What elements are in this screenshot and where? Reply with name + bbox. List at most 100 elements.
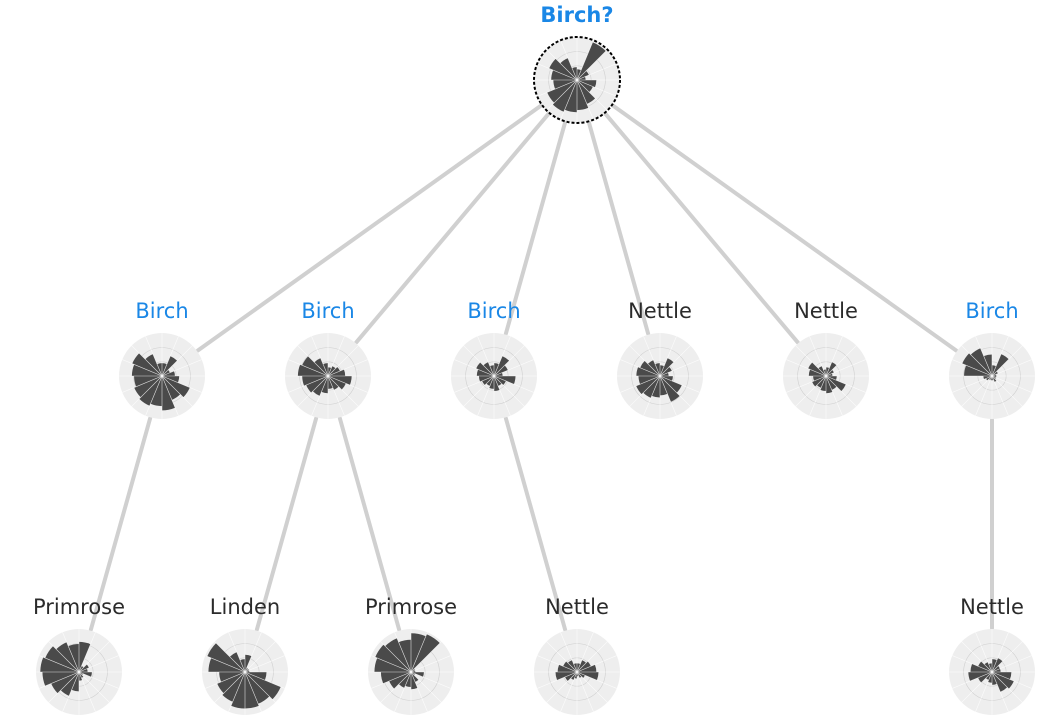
wedge-l2-5-13 [978,661,992,672]
wedge-l1-4-2 [660,366,672,376]
polar-spoke [244,671,285,689]
node-l1-4[interactable]: Nettle [617,299,703,419]
polar-spoke [576,671,608,703]
polar-spoke [825,375,843,416]
polar-spoke [228,671,246,712]
polar-spoke [576,641,608,673]
polar-spoke [493,336,511,377]
wedge-l1-3-1 [494,356,510,376]
wedge-l2-3-10 [389,672,411,689]
wedge-root-13 [549,58,577,80]
polar-spoke [961,641,993,673]
polar-spoke [78,632,96,673]
wedge-l1-3-10 [482,376,494,386]
polar-spoke [161,375,193,407]
wedge-l1-6-1 [992,354,1009,376]
polar-spoke [48,671,80,703]
polar-spoke [537,63,578,81]
node-l2-4[interactable]: Nettle [534,595,620,715]
node-l2-2[interactable]: Linden [202,595,288,715]
polar-spoke [39,655,80,673]
polar-spoke [961,671,993,703]
node-l1-6[interactable]: Birch [949,299,1035,419]
polar-spoke [991,671,1023,703]
polar-spoke [131,375,163,407]
polar-spoke [327,375,345,416]
node-l1-2[interactable]: Birch [285,299,371,419]
polar-spoke [576,671,617,689]
node-l1-3[interactable]: Birch [451,299,537,419]
wedge-l1-4-9 [643,376,660,398]
wedge-l1-5-13 [808,362,826,376]
wedge-l1-3-6 [494,376,502,386]
wedge-l2-5-10 [978,672,992,683]
polar-spoke [145,375,163,416]
polar-spoke [493,359,534,377]
polar-spoke [560,79,578,120]
polar-spoke [145,336,163,377]
wedge-l1-1-5 [162,376,190,398]
wedge-l1-1-13 [132,353,162,376]
polar-spoke [394,671,412,712]
node-l1-1[interactable]: Birch [119,299,205,419]
polar-spoke [991,671,1009,712]
polar-spoke [961,375,993,407]
polar-spoke [576,655,617,673]
polar-spoke [410,671,451,689]
polar-spoke [991,632,1009,673]
wedge-l1-2-6 [328,376,339,390]
wedge-l1-2-10 [306,376,328,393]
polar-spoke [48,641,80,673]
edge-l1-3-l2-4 [503,416,568,632]
wedge-l2-4-5 [577,672,585,679]
polar-spoke [659,375,677,416]
polar-spoke [991,336,1009,377]
wedge-l1-3-2 [494,365,508,376]
polar-spoke [78,671,110,703]
node-l2-5[interactable]: Nettle [949,595,1035,715]
wedge-l2-3-14 [385,638,411,672]
node-root[interactable]: Birch? [533,3,621,124]
polar-spoke [643,336,661,377]
polar-spoke [244,671,262,712]
polar-spoke [537,671,578,689]
wedge-l2-2-10 [217,672,245,694]
polar-spoke [809,375,827,416]
wedge-l1-4-14 [647,360,660,376]
polar-spoke [952,359,993,377]
node-l2-1[interactable]: Primrose [33,595,125,715]
wedge-l1-2-1 [328,366,336,376]
polar-spoke [122,375,163,393]
polar-spoke [463,375,495,407]
polar-spoke [952,655,993,673]
wedge-l1-4-10 [636,376,660,395]
node-l1-5[interactable]: Nettle [783,299,869,419]
polar-spoke [244,671,276,703]
wedge-l1-5-10 [812,376,826,387]
wedge-l2-1-10 [51,672,79,694]
polar-spoke [537,79,578,97]
polar-spoke [961,345,993,377]
wedge-l2-5-14 [984,662,992,672]
polar-spoke [214,671,246,703]
node-l2-3[interactable]: Primrose [365,595,457,715]
wedge-l1-5-5 [826,376,846,392]
wedge-l1-5-14 [818,366,826,376]
polar-spoke [454,375,495,393]
wedge-l2-3-1 [411,634,440,672]
polar-spoke [576,632,594,673]
polar-spoke [576,79,617,97]
polar-spoke [576,79,608,111]
wedge-l1-6-13 [962,353,992,376]
polar-spoke [78,671,119,689]
wedge-l1-5-1 [826,362,837,376]
polar-spoke [380,641,412,673]
node-label: Birch [301,299,354,323]
polar-spoke [39,671,80,689]
polar-spoke [327,375,368,393]
polar-spoke [327,375,359,407]
polar-spoke [576,63,617,81]
wedge-l1-1-14 [145,354,162,376]
edge-root-l1-2 [354,111,551,345]
